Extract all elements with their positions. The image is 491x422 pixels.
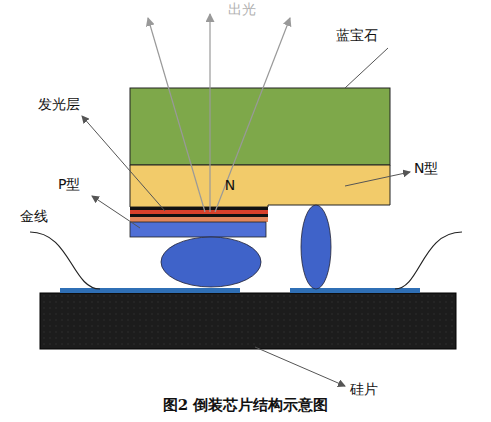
leader-line	[345, 172, 410, 186]
pad	[60, 288, 240, 293]
layer	[130, 207, 268, 210]
sapphire	[130, 88, 390, 165]
layer-letter: N	[225, 177, 235, 193]
gold-wire	[30, 232, 100, 289]
part-label: 蓝宝石	[336, 27, 378, 44]
p-layer	[130, 222, 266, 237]
light-out-label: 出光	[228, 1, 256, 18]
leader-line	[92, 196, 140, 228]
silicon-wafer	[40, 293, 456, 349]
layer-label-box: N	[200, 166, 260, 204]
light-ray	[209, 14, 210, 212]
layer	[130, 217, 268, 222]
part-label: P型	[58, 176, 80, 193]
leader-line	[345, 48, 388, 88]
emitting-layer	[130, 210, 268, 214]
part-label: 发光层	[38, 96, 80, 113]
part-label: 金线	[20, 208, 48, 225]
solder-bump	[301, 205, 331, 289]
leader-line	[255, 347, 345, 386]
solder-bump	[161, 237, 261, 287]
pad	[290, 288, 420, 293]
part-label: N型	[414, 160, 438, 177]
gold-wire	[395, 232, 462, 289]
light-ray	[215, 18, 290, 212]
light-ray	[148, 18, 205, 212]
leader-line	[82, 116, 165, 211]
part-label: 硅片	[350, 381, 378, 398]
n-layer	[130, 165, 390, 207]
figure-caption: 图2 倒装芯片结构示意图	[0, 396, 491, 415]
layer	[130, 214, 268, 217]
